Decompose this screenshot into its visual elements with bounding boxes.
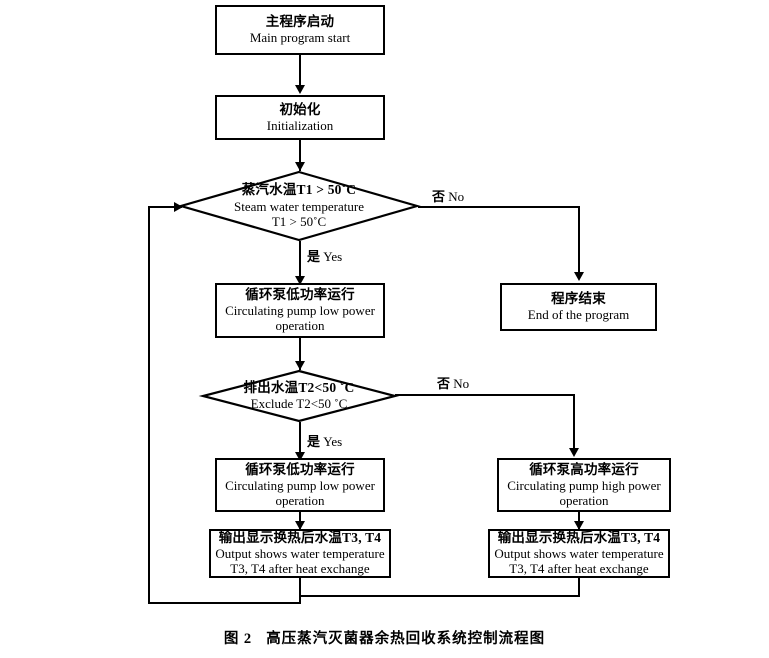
arrowhead-start-to-init [295, 85, 305, 94]
arrowhead-pumphigh-to-outputright [574, 521, 584, 530]
connector-pumplow1-to-decision2 [299, 338, 301, 370]
connector-start-to-init [299, 55, 301, 86]
node-output-water-temperature-right[interactable]: 输出显示换热后水温T3, T4 Output shows water tempe… [488, 529, 670, 578]
node-circulating-pump-high-power[interactable]: 循环泵高功率运行 Circulating pump high power ope… [497, 458, 671, 512]
connector-outputright-feedback-down [578, 578, 580, 597]
figure-caption: 图 2 高压蒸汽灭菌器余热回收系统控制流程图 [0, 627, 769, 648]
node-output-right-en: Output shows water temperature [494, 546, 664, 562]
node-initialization-en: Initialization [266, 117, 334, 133]
node-pump-high-en2: operation [559, 492, 609, 508]
branch-label-decision1-yes: 是 Yes [307, 246, 342, 265]
connector-decision2-no-vertical [573, 394, 575, 450]
node-initialization-cn: 初始化 [279, 101, 321, 117]
node-output-water-temperature-left[interactable]: 输出显示换热后水温T3, T4 Output shows water tempe… [209, 529, 391, 578]
node-end-program-en: End of the program [527, 307, 630, 323]
figure-caption-label: 图 2 [223, 631, 253, 647]
node-pump-low-2-en: Circulating pump low power [225, 477, 375, 493]
node-end-of-the-program[interactable]: 程序结束 End of the program [500, 283, 657, 331]
node-decision-steam-water-temperature[interactable]: 蒸汽水温T1 > 50˚C Steam water temperature T1… [177, 170, 421, 242]
node-main-program-start[interactable]: 主程序启动 Main program start [215, 5, 385, 55]
node-decision-exclude-water-temperature[interactable]: 排出水温T2<50 ˚C Exclude T2<50 ˚C [198, 369, 400, 423]
decision2-diamond-shape [198, 369, 400, 423]
branch-label-decision2-no: 否 No [437, 373, 469, 392]
node-output-left-en2: T3, T4 after heat exchange [230, 561, 370, 577]
connector-decision1-no-vertical [578, 206, 580, 274]
node-pump-high-cn: 循环泵高功率运行 [529, 461, 639, 477]
arrowhead-pumplow1-to-decision2 [295, 361, 305, 370]
branch-label-decision2-no-en: No [453, 376, 470, 391]
branch-label-decision1-yes-cn: 是 [307, 249, 321, 264]
branch-label-decision1-no: 否 No [432, 186, 464, 205]
node-output-right-en2: T3, T4 after heat exchange [509, 561, 649, 577]
branch-label-decision1-no-en: No [448, 189, 465, 204]
branch-label-decision2-yes-cn: 是 [307, 434, 321, 449]
node-pump-low-1-cn: 循环泵低功率运行 [245, 287, 355, 303]
branch-label-decision1-no-cn: 否 [432, 189, 446, 204]
arrowhead-feedback-into-decision1 [174, 202, 183, 212]
node-pump-low-1-en: Circulating pump low power [225, 303, 375, 319]
connector-outputleft-feedback-down [299, 578, 301, 604]
node-end-program-cn: 程序结束 [551, 291, 606, 307]
arrowhead-decision1-no [574, 272, 584, 281]
connector-pumplow2-to-outputleft [299, 512, 301, 529]
node-pump-low-2-cn: 循环泵低功率运行 [245, 461, 355, 477]
node-pump-low-1-en2: operation [275, 318, 325, 334]
figure-caption-text: 高压蒸汽灭菌器余热回收系统控制流程图 [266, 631, 546, 647]
node-output-right-cn: 输出显示换热后水温T3, T4 [497, 530, 661, 546]
arrowhead-pumplow2-to-outputleft [295, 521, 305, 530]
node-initialization[interactable]: 初始化 Initialization [215, 95, 385, 140]
arrowhead-decision2-no [569, 448, 579, 457]
connector-decision1-yes [299, 241, 301, 283]
node-main-program-start-cn: 主程序启动 [265, 14, 335, 30]
node-pump-high-en: Circulating pump high power [507, 477, 661, 493]
node-output-left-cn: 输出显示换热后水温T3, T4 [218, 530, 382, 546]
connector-decision2-no-horizontal [395, 394, 575, 396]
connector-feedback-into-decision1 [148, 206, 182, 208]
connector-decision2-yes [299, 422, 301, 458]
connector-pumphigh-to-outputright [578, 512, 580, 529]
arrowhead-decision1-yes [295, 276, 305, 285]
connector-feedback-merge-horizontal [148, 602, 301, 604]
connector-decision1-no-horizontal [418, 206, 580, 208]
branch-label-decision2-yes-en: Yes [323, 434, 343, 449]
branch-label-decision1-yes-en: Yes [323, 249, 343, 264]
branch-label-decision2-yes: 是 Yes [307, 431, 342, 450]
node-circulating-pump-low-power-2[interactable]: 循环泵低功率运行 Circulating pump low power oper… [215, 458, 385, 512]
decision1-diamond-shape [177, 170, 421, 242]
arrowhead-init-to-decision1 [295, 162, 305, 171]
node-output-left-en: Output shows water temperature [215, 546, 385, 562]
connector-outputright-feedback-horizontal [299, 595, 580, 597]
arrowhead-decision2-yes [295, 452, 305, 461]
branch-label-decision2-no-cn: 否 [437, 376, 451, 391]
node-pump-low-2-en2: operation [275, 492, 325, 508]
connector-init-to-decision1 [299, 140, 301, 171]
node-circulating-pump-low-power-1[interactable]: 循环泵低功率运行 Circulating pump low power oper… [215, 283, 385, 338]
node-main-program-start-en: Main program start [249, 30, 351, 46]
connector-feedback-left-rail [148, 206, 150, 604]
